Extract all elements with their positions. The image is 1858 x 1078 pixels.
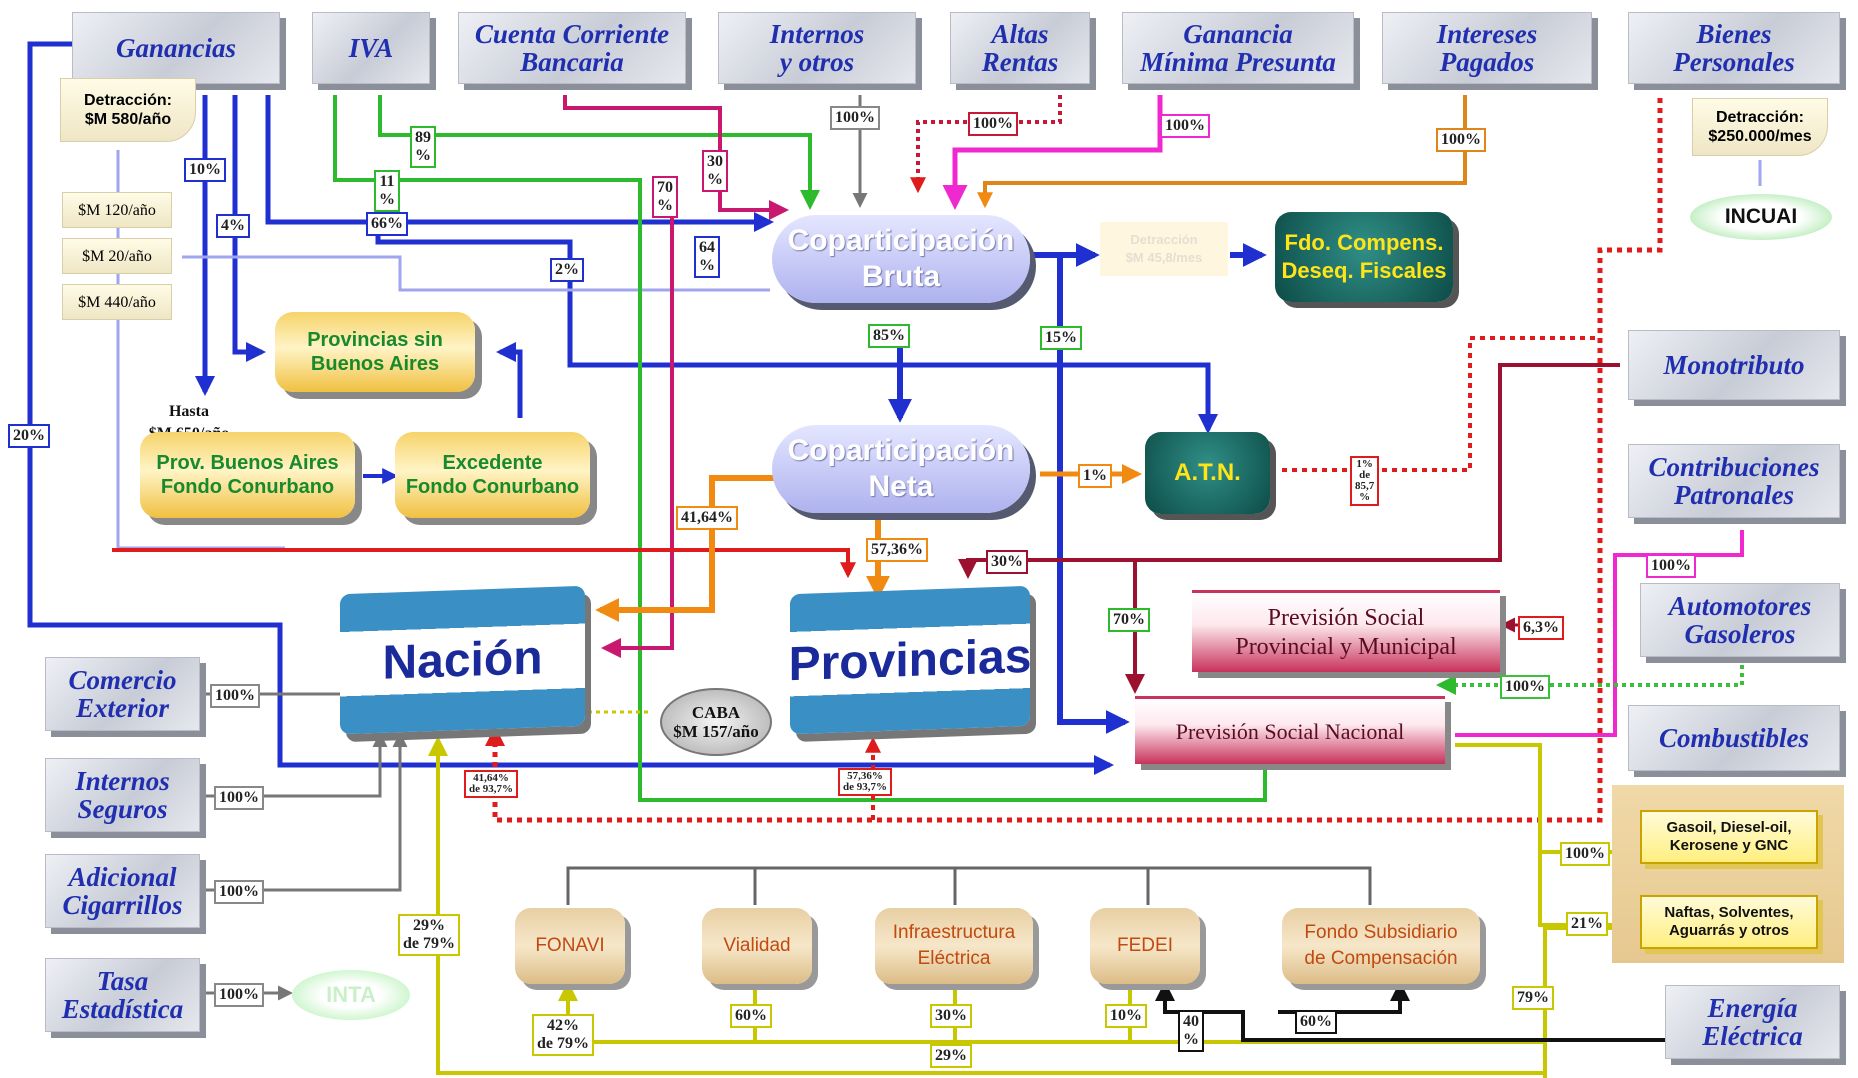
provincias-flag: Provincias — [789, 585, 1031, 735]
fund-vialidad: Vialidad — [702, 908, 812, 984]
pct-label: 29% de 79% — [398, 914, 460, 956]
excedente-fondo-conurbano: Excedente Fondo Conurbano — [395, 432, 590, 518]
provincias-sin-buenos-aires: Provincias sin Buenos Aires — [275, 312, 475, 392]
pct-label: 41,64% — [676, 506, 738, 530]
tax-automotores-gasoleros: Automotores Gasoleros — [1640, 583, 1840, 657]
pct-label: 100% — [214, 786, 264, 810]
prevision-social-nacional: Previsión Social Nacional — [1135, 696, 1445, 764]
atn-node: A.T.N. — [1145, 432, 1270, 514]
sm-120-note: $M 120/año — [62, 192, 172, 228]
pct-label: 30 % — [702, 150, 728, 192]
coparticipacion-bruta: Coparticipación Bruta — [772, 215, 1030, 303]
pct-label: 100% — [1436, 128, 1486, 152]
pct-label: 100% — [214, 880, 264, 904]
tax-cuenta-corriente-bancaria: Cuenta Corriente Bancaria — [458, 12, 686, 84]
sm-20-note: $M 20/año — [62, 238, 172, 274]
pct-label: 60% — [730, 1004, 772, 1028]
caba-node: CABA $M 157/año — [660, 688, 772, 756]
tax-contribuciones-patronales: Contribuciones Patronales — [1628, 444, 1840, 518]
fund-subsidiario: Fondo Subsidiario de Compensación — [1282, 908, 1480, 984]
fund-infraestructura-electrica: Infraestructura Eléctrica — [875, 908, 1033, 984]
pct-label: 85% — [868, 324, 910, 348]
pct-label: 10% — [1105, 1004, 1147, 1028]
tax-ganancias: Ganancias — [72, 12, 280, 84]
pct-label: 1% de 85,7 % — [1350, 456, 1380, 506]
prov-buenos-aires-fondo-conurbano: Prov. Buenos Aires Fondo Conurbano — [140, 432, 355, 518]
pct-label: 100% — [1500, 675, 1550, 699]
pct-label: 11 % — [374, 170, 400, 212]
tax-bienes-personales: Bienes Personales — [1628, 12, 1840, 84]
pct-label: 100% — [1560, 842, 1610, 866]
pct-label: 70% — [1108, 608, 1150, 632]
pct-label: 30% — [930, 1004, 972, 1028]
pct-label: 6,3% — [1518, 616, 1564, 640]
incuai-node: INCUAI — [1690, 194, 1832, 240]
tax-intereses-pagados: Intereses Pagados — [1382, 12, 1592, 84]
pct-label: 42% de 79% — [532, 1014, 594, 1056]
tax-iva: IVA — [312, 12, 430, 84]
pct-label: 70 % — [652, 176, 678, 218]
tax-internos-y-otros: Internos y otros — [718, 12, 916, 84]
pct-label: 100% — [1646, 554, 1696, 578]
pct-label: 79% — [1512, 986, 1554, 1010]
pct-label: 21% — [1566, 912, 1608, 936]
tax-monotributo: Monotributo — [1628, 330, 1840, 400]
pct-label: 66% — [366, 212, 408, 236]
tax-comercio-exterior: Comercio Exterior — [45, 657, 200, 731]
pct-label: 41,64% de 93,7% — [464, 770, 518, 798]
pct-label: 89 % — [410, 126, 436, 168]
pct-label: 57,36% — [866, 538, 928, 562]
pct-label: 57,36% de 93,7% — [838, 768, 892, 796]
pct-label: 10% — [184, 158, 226, 182]
tax-internos-seguros: Internos Seguros — [45, 758, 200, 832]
prevision-social-provincial: Previsión Social Provincial y Municipal — [1192, 590, 1500, 672]
pct-label: 20% — [8, 424, 50, 448]
detraccion-faded-note: Detracción $M 45,8/mes — [1100, 222, 1228, 276]
pct-label: 100% — [968, 112, 1018, 136]
pct-label: 100% — [210, 684, 260, 708]
pct-label: 29% — [930, 1044, 972, 1068]
inta-node: INTA — [292, 970, 410, 1020]
tax-combustibles: Combustibles — [1628, 705, 1840, 771]
pct-label: 100% — [214, 983, 264, 1007]
pct-label: 100% — [1160, 114, 1210, 138]
pct-label: 1% — [1078, 464, 1112, 488]
tax-altas-rentas: Altas Rentas — [950, 12, 1090, 84]
fuel-naftas: Naftas, Solventes, Aguarrás y otros — [1640, 895, 1818, 949]
fondo-compensador: Fdo. Compens. Deseq. Fiscales — [1275, 212, 1453, 302]
pct-label: 15% — [1040, 326, 1082, 350]
sm-440-note: $M 440/año — [62, 284, 172, 320]
fund-fedei: FEDEI — [1090, 908, 1200, 984]
tax-ganancia-minima-presunta: Ganancia Mínima Presunta — [1122, 12, 1354, 84]
coparticipacion-neta: Coparticipación Neta — [772, 425, 1030, 513]
pct-label: 2% — [550, 258, 584, 282]
pct-label: 30% — [986, 550, 1028, 574]
nacion-flag: Nación — [340, 585, 585, 735]
pct-label: 60% — [1295, 1010, 1337, 1034]
pct-label: 100% — [830, 106, 880, 130]
fuel-gasoil: Gasoil, Diesel-oil, Kerosene y GNC — [1640, 810, 1818, 864]
bienes-detraccion-note: Detracción: $250.000/mes — [1692, 98, 1828, 156]
tax-energia-electrica: Energía Eléctrica — [1665, 985, 1840, 1059]
tax-tasa-estadistica: Tasa Estadística — [45, 958, 200, 1032]
ganancias-detraccion-note: Detracción: $M 580/año — [60, 78, 196, 142]
fund-fonavi: FONAVI — [515, 908, 625, 984]
pct-label: 40 % — [1178, 1010, 1204, 1052]
tax-adicional-cigarrillos: Adicional Cigarrillos — [45, 854, 200, 928]
pct-label: 64 % — [694, 236, 720, 278]
pct-label: 4% — [216, 214, 250, 238]
